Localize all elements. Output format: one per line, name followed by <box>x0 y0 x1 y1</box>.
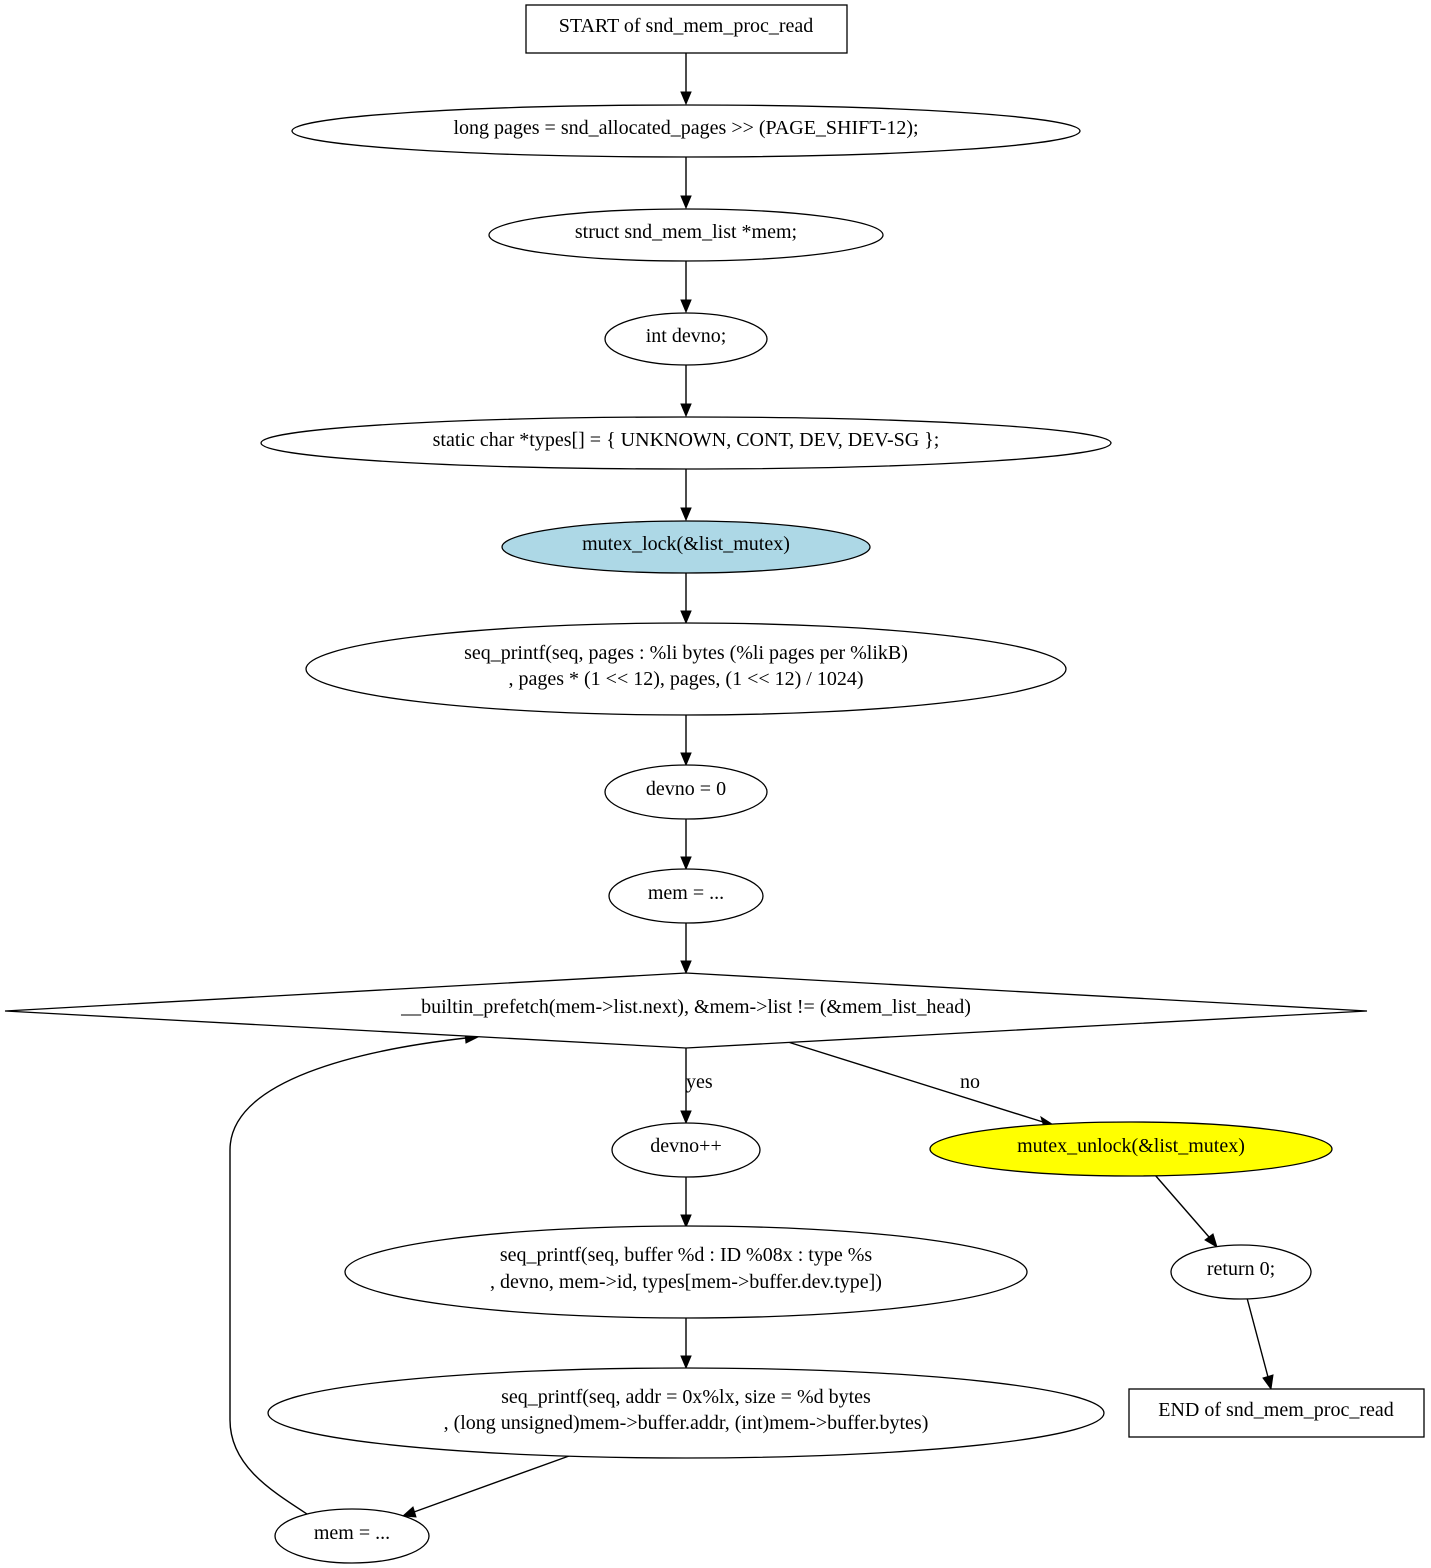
node-end: END of snd_mem_proc_read <box>1128 1388 1425 1438</box>
edge-printf-buffer-to-printf-addr <box>680 1317 692 1370</box>
node-start: START of snd_mem_proc_read <box>525 4 848 54</box>
node-devno-inc-label: devno++ <box>650 1135 721 1157</box>
edge-label-no: no <box>960 1071 980 1093</box>
node-devno-init-label: devno = 0 <box>646 778 726 800</box>
edge-devno-init-to-mem-init <box>680 819 692 871</box>
node-mutex-lock-label: mutex_lock(&list_mutex) <box>582 533 790 555</box>
node-pages-decl: long pages = snd_allocated_pages >> (PAG… <box>291 104 1081 158</box>
edge-types-to-mutex-lock <box>680 469 692 522</box>
edge-pages-to-mem-decl <box>680 157 692 210</box>
node-mutex-unlock-label: mutex_unlock(&list_mutex) <box>1017 1135 1245 1157</box>
node-mem-next-ellipse <box>274 1508 430 1564</box>
node-printf-buffer: seq_printf(seq, buffer %d : ID %08x : ty… <box>344 1225 1028 1319</box>
node-devno-inc: devno++ <box>611 1122 761 1178</box>
edge-mem-decl-to-devno-decl <box>680 261 692 314</box>
node-printf-pages-label-line1: seq_printf(seq, pages : %li bytes (%li p… <box>464 642 908 664</box>
edge-loop-cond-no <box>787 1041 1057 1128</box>
edge-loop-cond-yes <box>680 1048 692 1125</box>
node-devno-init-ellipse <box>604 764 768 820</box>
edge-mutex-lock-to-printf-pages <box>680 573 692 625</box>
node-mem-init-label: mem = ... <box>648 882 724 904</box>
edge-start-to-pages <box>680 53 692 106</box>
edge-return-to-end <box>1246 1297 1274 1391</box>
node-types-decl: static char *types[] = { UNKNOWN, CONT, … <box>260 416 1112 470</box>
node-pages-decl-label: long pages = snd_allocated_pages >> (PAG… <box>453 117 918 139</box>
node-printf-pages: seq_printf(seq, pages : %li bytes (%li p… <box>305 622 1067 716</box>
node-mem-decl-ellipse <box>488 208 884 262</box>
node-loop-cond-label: __builtin_prefetch(mem->list.next), &mem… <box>400 996 971 1018</box>
node-devno-decl-label: int devno; <box>646 325 727 347</box>
node-devno-decl-ellipse <box>604 312 768 366</box>
node-types-decl-ellipse <box>260 416 1112 470</box>
node-pages-decl-ellipse <box>291 104 1081 158</box>
node-printf-addr-label-line2: , (long unsigned)mem->buffer.addr, (int)… <box>444 1412 929 1434</box>
edge-printf-addr-to-mem-next <box>401 1455 570 1518</box>
node-mutex-lock: mutex_lock(&list_mutex) <box>501 520 871 574</box>
node-printf-addr: seq_printf(seq, addr = 0x%lx, size = %d … <box>267 1367 1105 1459</box>
node-end-box <box>1128 1388 1425 1438</box>
node-mem-decl: struct snd_mem_list *mem; <box>488 208 884 262</box>
node-printf-addr-ellipse <box>267 1367 1105 1459</box>
node-printf-buffer-label-line1: seq_printf(seq, buffer %d : ID %08x : ty… <box>500 1244 873 1266</box>
node-printf-buffer-ellipse <box>344 1225 1028 1319</box>
node-return-zero-ellipse <box>1170 1244 1312 1300</box>
node-loop-cond: __builtin_prefetch(mem->list.next), &mem… <box>4 972 1368 1049</box>
edge-label-yes: yes <box>686 1071 713 1093</box>
node-mem-init-ellipse <box>608 868 764 924</box>
edge-devno-inc-to-printf-buffer <box>680 1177 692 1229</box>
node-mutex-lock-ellipse <box>501 520 871 574</box>
node-end-label: END of snd_mem_proc_read <box>1158 1399 1394 1421</box>
node-start-box <box>525 4 848 54</box>
edge-printf-pages-to-devno-init <box>680 715 692 767</box>
node-return-zero: return 0; <box>1170 1244 1312 1300</box>
edge-mem-init-to-loop-cond <box>680 923 692 975</box>
node-mutex-unlock: mutex_unlock(&list_mutex) <box>929 1121 1333 1177</box>
node-mutex-unlock-ellipse <box>929 1121 1333 1177</box>
node-mem-decl-label: struct snd_mem_list *mem; <box>575 221 797 243</box>
node-printf-pages-label-line2: , pages * (1 << 12), pages, (1 << 12) / … <box>508 668 863 690</box>
node-mem-init: mem = ... <box>608 868 764 924</box>
node-start-label: START of snd_mem_proc_read <box>559 15 814 37</box>
node-types-decl-label: static char *types[] = { UNKNOWN, CONT, … <box>433 429 940 451</box>
edge-devno-decl-to-types <box>680 365 692 418</box>
node-printf-addr-label-line1: seq_printf(seq, addr = 0x%lx, size = %d … <box>501 1386 871 1408</box>
node-devno-decl: int devno; <box>604 312 768 366</box>
node-printf-pages-ellipse <box>305 622 1067 716</box>
node-printf-buffer-label-line2: , devno, mem->id, types[mem->buffer.dev.… <box>490 1271 882 1293</box>
node-mem-next: mem = ... <box>274 1508 430 1564</box>
node-mem-next-label: mem = ... <box>314 1522 390 1544</box>
node-loop-cond-diamond <box>4 972 1368 1049</box>
node-devno-init: devno = 0 <box>604 764 768 820</box>
edge-mutex-unlock-to-return <box>1154 1174 1218 1249</box>
node-return-zero-label: return 0; <box>1207 1258 1275 1280</box>
node-devno-inc-ellipse <box>611 1122 761 1178</box>
